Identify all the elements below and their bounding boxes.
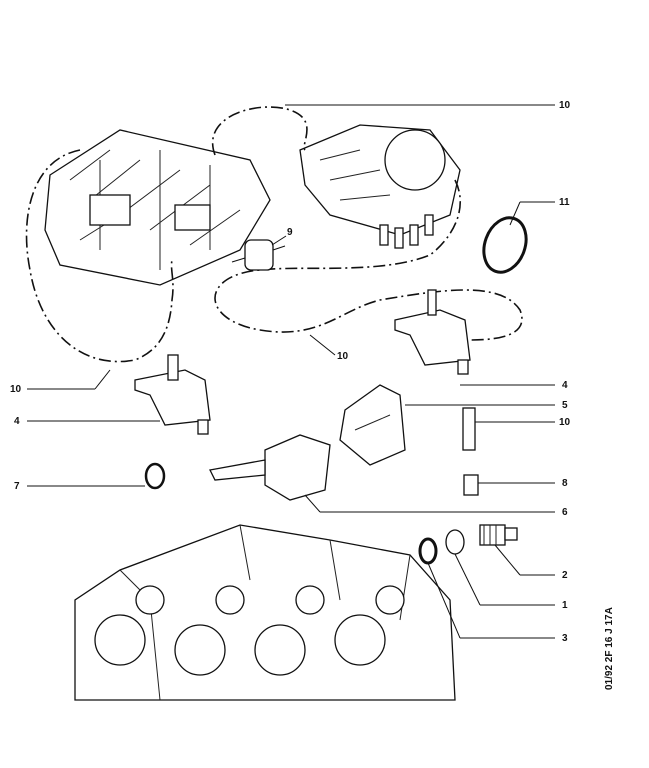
callout-2: 2 [562, 570, 568, 581]
callout-3: 3 [562, 633, 568, 644]
clip-ring [482, 216, 528, 274]
vacuum-pipe-10-top [211, 106, 523, 341]
seal-1-shape [445, 529, 465, 555]
washer-7-shape [144, 462, 166, 490]
union [463, 474, 479, 496]
callout-10-top: 10 [559, 100, 571, 111]
cylinder-head [74, 524, 456, 701]
callout-10-left: 10 [10, 384, 22, 395]
callout-6: 6 [562, 507, 568, 518]
reference-code: 01/92 2F 16 J 17A [604, 607, 615, 690]
callout-1: 1 [562, 600, 568, 611]
callout-10-mid: 10 [337, 351, 349, 362]
bracket-5 [339, 384, 406, 466]
carburettor-assembly [44, 129, 271, 286]
callout-5: 5 [562, 400, 568, 411]
callout-10-pipe: 10 [559, 417, 571, 428]
vacuum-pipe-10-left [25, 149, 174, 363]
callout-9: 9 [287, 227, 293, 238]
washer-3-shape [418, 537, 438, 565]
solenoid-valve-left [134, 354, 211, 435]
solenoid-valve-right [394, 289, 471, 375]
callout-4-left: 4 [14, 416, 20, 427]
bracket-6 [209, 434, 331, 501]
pipe-section [462, 407, 476, 451]
temperature-sensor [479, 524, 518, 546]
callout-7: 7 [14, 481, 20, 492]
callout-4-right: 4 [562, 380, 568, 391]
callout-11: 11 [559, 197, 570, 208]
distributor [299, 124, 461, 249]
callout-8: 8 [562, 478, 568, 489]
leader-lines [27, 104, 555, 639]
fuel-filter [231, 239, 286, 271]
